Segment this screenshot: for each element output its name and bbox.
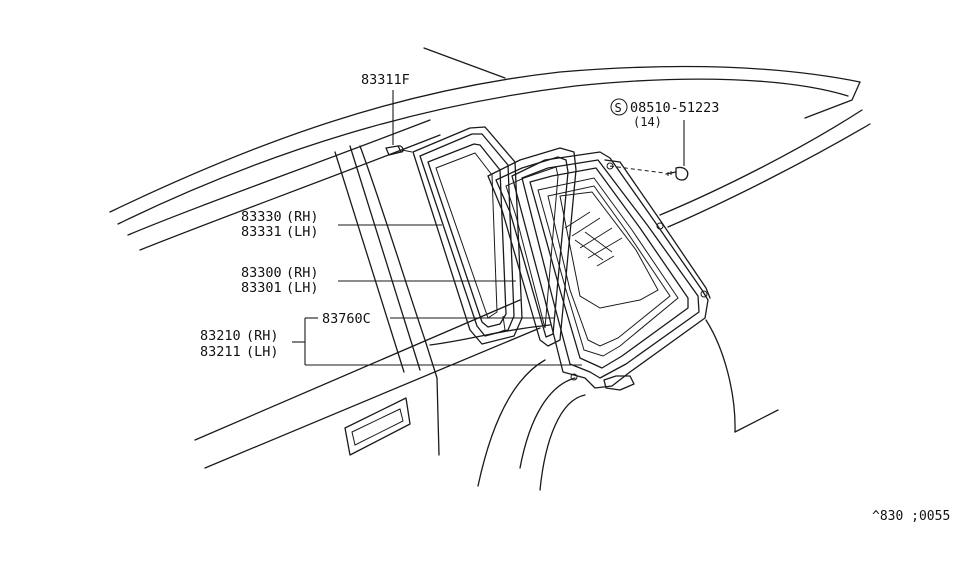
leader-lines <box>292 90 685 366</box>
seal-83300 <box>487 147 577 347</box>
label-83330-number: 83330 <box>241 209 282 225</box>
label-83330-side: (RH) <box>286 209 319 225</box>
screw-08510-icon <box>609 165 689 181</box>
label-83300-number: 83300 <box>241 265 282 281</box>
label-08510-symbol: S <box>615 101 622 115</box>
label-83311F: 83311F <box>361 72 410 88</box>
part-labels: 83311F S 08510-51223 (14) 83330 (RH) 833… <box>200 72 950 524</box>
label-08510-51223: 08510-51223 <box>630 100 719 116</box>
label-83211-number: 83211 <box>200 344 241 360</box>
label-08510-qty: (14) <box>633 115 662 129</box>
label-83301-side: (LH) <box>286 280 319 296</box>
label-83210-number: 83210 <box>200 328 241 344</box>
s-symbol-circle <box>610 98 628 116</box>
label-83331-number: 83331 <box>241 224 282 240</box>
diagram-code: ^830 ;0055 <box>872 509 950 524</box>
label-83211-side: (LH) <box>246 344 279 360</box>
clip-83311F-icon <box>385 145 413 156</box>
car-body-outline <box>109 47 871 491</box>
label-83301-number: 83301 <box>241 280 282 296</box>
moulding-83330 <box>412 126 523 345</box>
quarter-glass-83210 <box>511 151 711 391</box>
label-83331-side: (LH) <box>286 224 319 240</box>
label-83760C: 83760C <box>322 311 371 327</box>
label-83210-side: (RH) <box>246 328 279 344</box>
label-83300-side: (RH) <box>286 265 319 281</box>
